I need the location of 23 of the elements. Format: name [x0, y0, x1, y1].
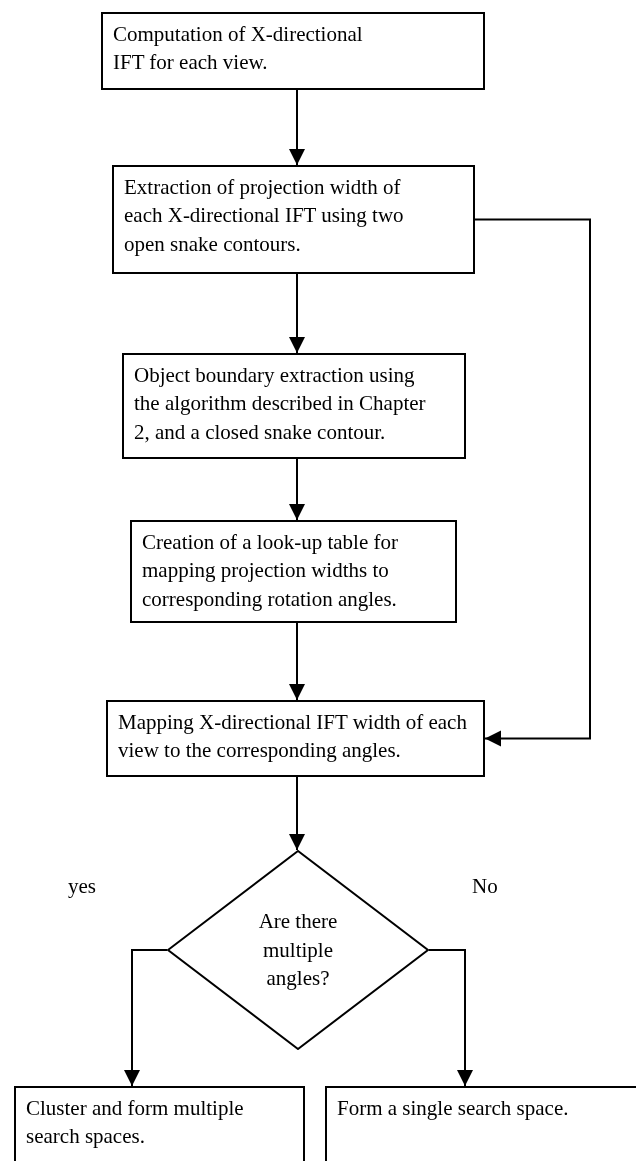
process-box: [112, 165, 475, 274]
decision-text: Are there multiple angles?: [257, 908, 339, 993]
arrow: [428, 949, 473, 1087]
process-box: [14, 1086, 305, 1161]
process-box: [130, 520, 457, 623]
process-box: [325, 1086, 636, 1161]
process-box: [101, 12, 485, 90]
arrow: [289, 776, 305, 851]
process-text: Creation of a look-up table for mapping projection widths to corresponding rotation angles.: [142, 529, 399, 613]
arrow: [289, 622, 305, 701]
arrow: [289, 273, 305, 354]
arrow: [124, 949, 168, 1087]
process-text: Cluster and form multiple search spaces.: [26, 1095, 245, 1151]
process-box: [106, 700, 485, 777]
process-text: Mapping X-directional IFT width of each view to the corresponding angles.: [118, 709, 468, 765]
process-text: Extraction of projection width of each X-directional IFT using two open snake contours.: [124, 174, 405, 258]
process-text: Computation of X-directional IFT for each view.: [113, 21, 364, 77]
process-box: [122, 353, 466, 459]
process-text: Object boundary extraction using the algorithm described in Chapter 2, and a closed snake contour.: [134, 362, 427, 446]
arrow: [289, 89, 305, 166]
arrow: [289, 458, 305, 521]
arrow: [474, 218, 591, 747]
process-text: Form a single search space.: [337, 1095, 570, 1122]
